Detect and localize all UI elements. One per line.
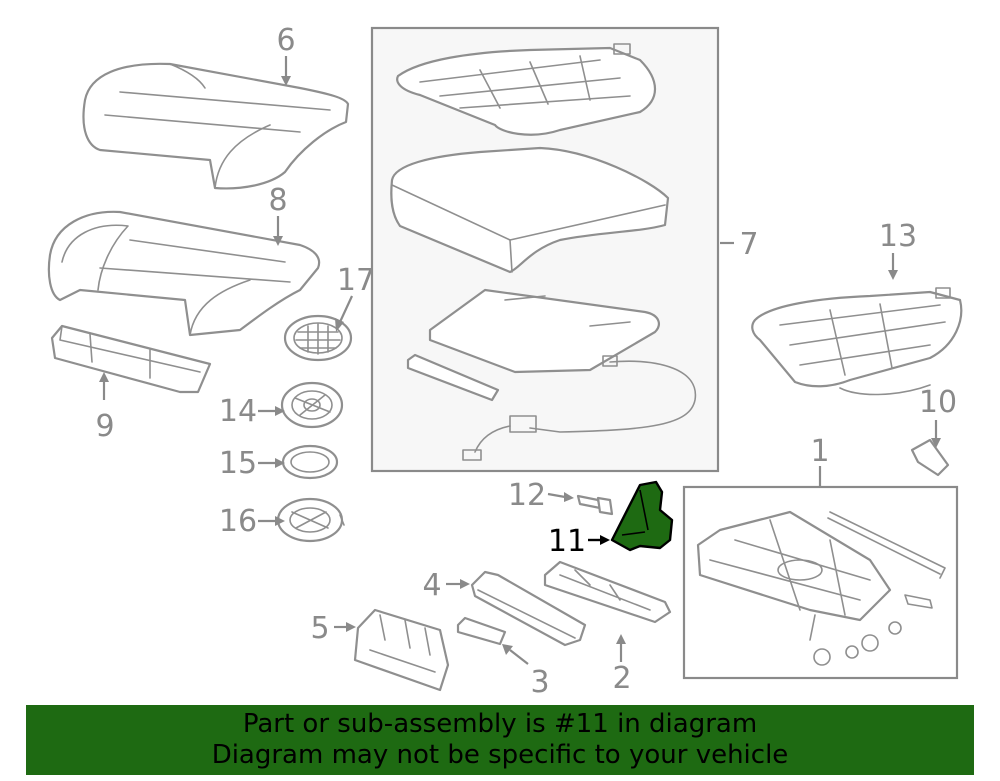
part-1-seat-frame — [696, 510, 946, 666]
label-6: 6 — [276, 23, 295, 58]
callout-arrows — [99, 56, 941, 665]
part-5-handle-cover — [353, 608, 450, 692]
part-14-fan — [280, 381, 344, 429]
banner-line-2: Diagram may not be specific to your vehi… — [211, 740, 789, 770]
part-10-clip — [910, 438, 950, 477]
part-16-duct — [276, 497, 345, 543]
label-7: 7 — [739, 227, 758, 262]
label-9: 9 — [95, 409, 114, 444]
part-13-heater-mat — [751, 287, 963, 396]
label-16: 16 — [219, 504, 257, 539]
part-6-cushion-cover — [82, 62, 350, 190]
label-2: 2 — [612, 661, 631, 696]
banner-line-1: Part or sub-assembly is #11 in diagram — [242, 709, 758, 739]
part-15-seal-ring — [281, 444, 339, 480]
label-1: 1 — [810, 434, 829, 469]
label-13: 13 — [879, 219, 917, 254]
part-9-front-pad — [50, 324, 212, 394]
part-7-heater-assembly — [390, 43, 697, 461]
label-3: 3 — [530, 665, 549, 700]
part-11-highlighted-cover — [610, 480, 674, 552]
label-10: 10 — [919, 385, 957, 420]
part-8-cushion-pad — [47, 210, 321, 337]
label-12: 12 — [508, 478, 546, 513]
part-2-bracket — [543, 560, 672, 624]
notice-banner: Part or sub-assembly is #11 in diagram D… — [26, 705, 974, 775]
label-4: 4 — [422, 568, 441, 603]
part-3-clip — [456, 616, 507, 646]
part-12-bolt — [576, 494, 614, 516]
label-11: 11 — [548, 524, 586, 559]
label-15: 15 — [219, 446, 257, 481]
label-8: 8 — [268, 183, 287, 218]
part-17-grille — [283, 314, 353, 362]
part-4-trim-bar — [470, 570, 587, 647]
label-14: 14 — [219, 394, 257, 429]
label-5: 5 — [310, 611, 329, 646]
label-17: 17 — [337, 263, 375, 298]
